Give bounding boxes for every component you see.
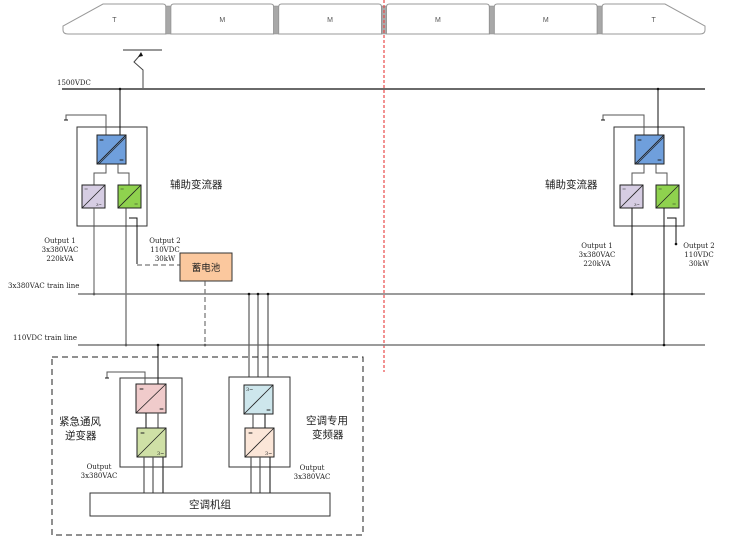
- svg-text:3x380VAC: 3x380VAC: [42, 246, 79, 254]
- svg-text:=: =: [658, 187, 662, 193]
- svg-text:Output 2: Output 2: [683, 242, 715, 250]
- svg-text:Output: Output: [300, 464, 325, 472]
- left-aux-title: 辅助变流器: [170, 178, 223, 191]
- right-output2-label: Output 2 110VDC 30kW: [683, 242, 715, 268]
- svg-text:=: =: [248, 430, 253, 437]
- inverter-icon: = 3~: [136, 427, 167, 458]
- svg-text:Output: Output: [87, 463, 112, 471]
- car-coupler: [165, 5, 172, 35]
- hvac-vfd-output-label: Output 3x380VAC: [294, 464, 331, 481]
- hvac-vfd-title: 空调专用 变频器: [306, 414, 348, 441]
- svg-text:220kVA: 220kVA: [583, 260, 611, 268]
- car-coupler: [489, 5, 495, 35]
- svg-text:110VDC: 110VDC: [150, 246, 179, 254]
- svg-text:3x380VAC: 3x380VAC: [579, 251, 616, 259]
- hvac-unit: 空调机组: [89, 492, 331, 517]
- battery-charger-icon: = =: [655, 184, 680, 209]
- hvac-feeders: [247, 292, 270, 385]
- svg-text:=: =: [657, 157, 662, 164]
- svg-text:蓄电池: 蓄电池: [192, 262, 221, 274]
- svg-text:3~: 3~: [246, 387, 253, 393]
- dcdc-converter-icon: = =: [96, 134, 127, 165]
- svg-text:=: =: [139, 386, 144, 393]
- right-aux-title: 辅助变流器: [545, 178, 598, 191]
- right-output1-label: Output 1 3x380VAC 220kVA: [579, 242, 616, 268]
- svg-text:220kVA: 220kVA: [46, 255, 74, 263]
- svg-text:Output 2: Output 2: [149, 237, 181, 245]
- battery-charger-icon: = =: [117, 184, 142, 209]
- svg-text:=: =: [134, 202, 138, 208]
- svg-text:逆变器: 逆变器: [65, 429, 97, 442]
- train-car-label: T: [651, 17, 656, 24]
- bus-label-1500vdc: 1500VDC: [57, 79, 91, 87]
- train-car-label: T: [112, 17, 117, 24]
- svg-text:=: =: [84, 187, 88, 193]
- train-car-label: M: [219, 17, 225, 24]
- left-aux-converter: = = = 3~ = =: [64, 87, 180, 347]
- battery: 蓄电池: [179, 252, 233, 347]
- train-car: [62, 3, 167, 35]
- left-output1-label: Output 1 3x380VAC 220kVA: [42, 237, 79, 263]
- svg-text:=: =: [120, 187, 124, 193]
- rectifier-icon: 3~ =: [243, 384, 274, 415]
- right-aux-converter: = = = 3~ = =: [601, 87, 685, 347]
- train-car-label: M: [435, 17, 441, 24]
- dcdc-converter-icon: = =: [135, 383, 167, 414]
- svg-text:Output 1: Output 1: [44, 237, 76, 245]
- train-car: [601, 3, 706, 35]
- svg-text:空调专用: 空调专用: [306, 414, 348, 427]
- pantograph-icon: [123, 49, 162, 88]
- svg-text:变频器: 变频器: [312, 428, 344, 441]
- svg-text:3x380VAC: 3x380VAC: [81, 472, 118, 480]
- svg-text:=: =: [637, 137, 642, 144]
- train-car-label: M: [327, 17, 333, 24]
- emergency-vent-inverter: = = = 3~: [105, 343, 183, 493]
- svg-text:=: =: [266, 407, 271, 414]
- hvac-vfd: 3~ = = 3~: [228, 376, 291, 493]
- svg-text:Output 1: Output 1: [581, 242, 613, 250]
- car-coupler: [596, 5, 603, 35]
- svg-text:=: =: [159, 406, 164, 413]
- emergency-inverter-output-label: Output 3x380VAC: [81, 463, 118, 480]
- bus-label-dc: 110VDC train line: [13, 334, 77, 342]
- left-output2-label: Output 2 110VDC 30kW: [149, 237, 181, 263]
- svg-text:紧急通风: 紧急通风: [59, 415, 101, 428]
- svg-text:=: =: [119, 157, 124, 164]
- svg-text:=: =: [672, 202, 676, 208]
- svg-text:空调机组: 空调机组: [189, 498, 231, 511]
- inverter-icon: = 3~: [619, 184, 644, 209]
- hvac-system-enclosure: [51, 356, 364, 536]
- dcdc-converter-icon: = =: [634, 134, 665, 165]
- emergency-inverter-title: 紧急通风 逆变器: [59, 415, 101, 442]
- svg-text:=: =: [140, 430, 145, 437]
- inverter-icon: = 3~: [81, 184, 106, 209]
- inverter-icon: = 3~: [244, 427, 275, 458]
- svg-text:110VDC: 110VDC: [684, 251, 713, 259]
- svg-text:=: =: [99, 137, 104, 144]
- svg-text:3~: 3~: [157, 451, 164, 457]
- train-car-label: M: [543, 17, 549, 24]
- svg-text:=: =: [622, 187, 626, 193]
- svg-text:3x380VAC: 3x380VAC: [294, 473, 331, 481]
- car-coupler: [273, 5, 279, 35]
- bus-label-ac: 3x380VAC train line: [8, 282, 79, 290]
- svg-text:3~: 3~: [96, 202, 102, 207]
- svg-text:30kW: 30kW: [155, 255, 176, 263]
- svg-text:3~: 3~: [634, 202, 640, 207]
- svg-text:30kW: 30kW: [689, 260, 710, 268]
- svg-text:3~: 3~: [265, 451, 272, 457]
